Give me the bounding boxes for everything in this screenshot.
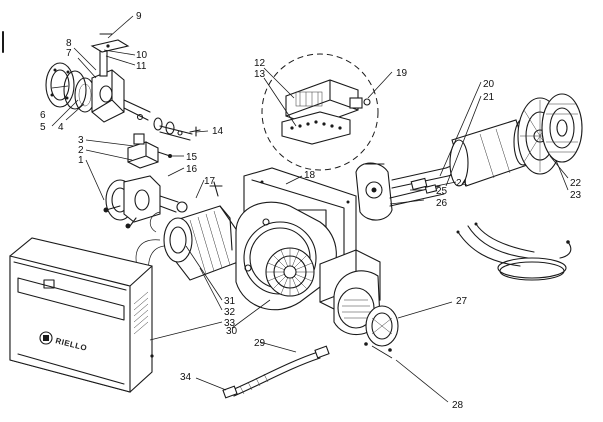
solenoid-valve (127, 133, 172, 169)
part-label-15: 15 (186, 152, 198, 163)
part-label-31: 31 (224, 296, 236, 307)
oil-pump-flange (103, 175, 188, 229)
part-label-22: 22 (570, 178, 582, 189)
oil-hose (222, 345, 330, 399)
part-label-4: 4 (58, 122, 64, 133)
firing-head (355, 159, 469, 221)
part-label-7: 7 (66, 48, 72, 59)
part-label-10: 10 (136, 50, 148, 61)
part-label-14: 14 (212, 126, 224, 137)
part-label-21: 21 (483, 92, 495, 103)
part-label-23: 23 (570, 190, 582, 201)
part-label-28: 28 (452, 400, 464, 411)
part-label-29: 29 (254, 338, 266, 349)
part-label-3: 3 (78, 135, 84, 146)
part-label-18: 18 (304, 170, 316, 181)
leader-lines (51, 15, 569, 403)
pump-assembly (45, 33, 193, 141)
part-label-25: 25 (436, 186, 448, 197)
part-label-34: 34 (180, 372, 192, 383)
part-label-11: 11 (136, 61, 147, 72)
part-label-32: 32 (224, 307, 236, 318)
part-label-12: 12 (254, 58, 266, 69)
part-label-9: 9 (136, 11, 142, 22)
cable-harness (456, 222, 572, 281)
part-label-6: 6 (40, 110, 46, 121)
burner-cover: RIELLO (9, 237, 154, 393)
burner-housing (235, 167, 381, 336)
part-number-labels: 9 8 7 10 11 6 5 4 14 3 2 1 15 16 17 12 1… (40, 11, 582, 411)
air-damper (364, 305, 399, 359)
part-label-2: 2 (78, 145, 84, 156)
part-label-27: 27 (456, 296, 468, 307)
part-label-16: 16 (186, 164, 198, 175)
part-label-24: 24 (456, 178, 468, 189)
part-label-19: 19 (396, 68, 408, 79)
part-label-5: 5 (40, 122, 46, 133)
part-label-17: 17 (204, 176, 216, 187)
blast-tube (449, 93, 583, 187)
part-label-26: 26 (436, 198, 448, 209)
part-label-30: 30 (226, 326, 238, 337)
control-box-detail (261, 53, 379, 171)
part-label-33: 33 (224, 318, 236, 329)
part-label-1: 1 (78, 155, 84, 166)
part-label-8: 8 (66, 38, 72, 49)
part-label-20: 20 (483, 79, 495, 90)
part-label-13: 13 (254, 69, 266, 80)
